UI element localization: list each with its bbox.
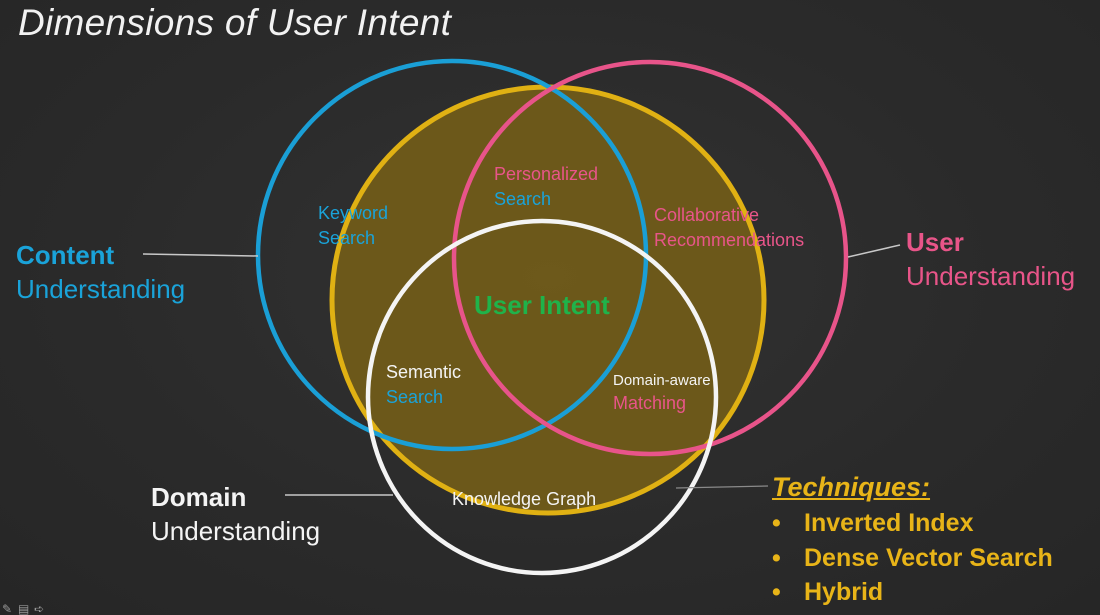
techniques-connector-line [675,485,769,489]
technique-item: •Dense Vector Search [772,541,1100,576]
domain-understanding-sub: Understanding [151,516,321,546]
techniques-list: •Inverted Index •Dense Vector Search •Hy… [772,506,1100,610]
technique-item: •Inverted Index [772,506,1100,541]
bullet-icon: • [772,578,781,606]
domain-understanding-label: Domain Understanding [151,480,320,548]
bullet-icon: • [772,543,781,572]
keyword-search-label: Keyword Search [318,203,389,248]
user-understanding-label: User Understanding [906,225,1075,293]
content-understanding-head: Content [16,240,115,270]
pen-icon[interactable]: ✎ [2,602,13,615]
domain-understanding-head: Domain [151,482,247,512]
technique-item: •Hybrid [772,575,1100,610]
slide-title: Dimensions of User Intent [18,2,452,43]
semantic-search-label: Semantic Search [386,362,462,407]
user-understanding-sub: Understanding [906,261,1076,291]
user-understanding-head: User [906,227,964,257]
knowledge-graph-label: Knowledge Graph [452,489,597,509]
content-understanding-label: Content Understanding [16,238,185,306]
collaborative-recommendations-label: Collaborative Recommendations [654,205,805,250]
techniques-heading: Techniques: [772,472,931,502]
domain-understanding-circle [365,218,719,576]
bullet-icon: • [772,509,781,537]
content-connector-line [142,253,259,257]
user-connector-line [847,244,901,258]
domain-aware-matching-label: Domain-aware Matching [613,372,711,413]
content-understanding-sub: Understanding [16,274,186,304]
techniques-panel: Techniques: •Inverted Index •Dense Vecto… [772,470,1100,610]
presentation-toolbar: ✎ ▤ ➪ [2,601,48,615]
navigate-icon[interactable]: ➪ [34,602,45,615]
user-intent-label: User Intent [474,290,610,320]
user-understanding-circle [451,59,849,457]
notes-icon[interactable]: ▤ [18,602,30,615]
personalized-search-label: Personalized Search [494,164,599,209]
